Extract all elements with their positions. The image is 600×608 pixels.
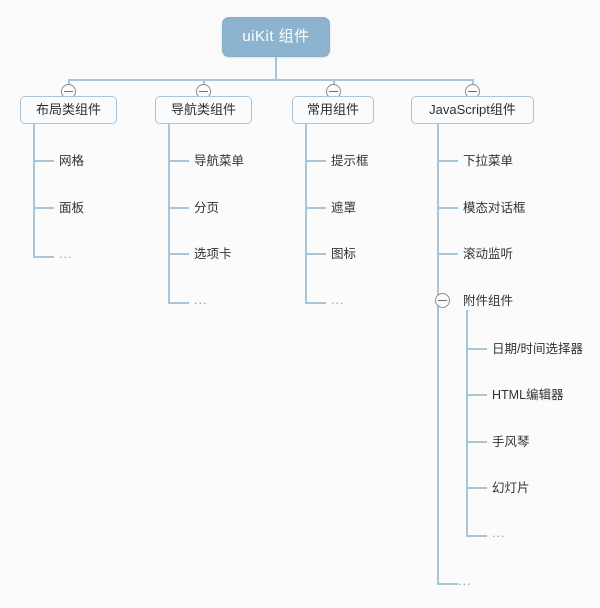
leaf-node-dropdown[interactable]: 下拉菜单 [463,154,514,168]
leaf-node-slideshow[interactable]: 幻灯片 [492,481,530,495]
connector-leaf-4-1 [437,160,458,162]
connector-leaf-4-5 [437,583,458,585]
connector-leaf-1-1 [33,160,54,162]
connector-root-stem [275,57,277,80]
leaf-node-accordion[interactable]: 手风琴 [492,435,530,449]
connector-drop-4 [472,79,474,85]
connector-subspine-attachments [466,310,468,535]
leaf-node-more-3[interactable]: ... [331,293,345,307]
connector-drop-3 [333,79,335,85]
leaf-node-nav-menu[interactable]: 导航菜单 [194,154,245,168]
leaf-node-mask[interactable]: 遮罩 [331,201,357,215]
leaf-node-modal[interactable]: 模态对话框 [463,201,526,215]
branch-node-navigation[interactable]: 导航类组件 [155,96,252,124]
root-node-uikit[interactable]: uiKit 组件 [222,17,330,57]
leaf-node-icon[interactable]: 图标 [331,247,357,261]
leaf-node-more-1[interactable]: ... [59,247,73,261]
connector-leaf-2-3 [168,253,189,255]
connector-spine-2 [168,124,170,302]
branch-node-javascript[interactable]: JavaScript组件 [411,96,534,124]
connector-spine-1 [33,124,35,256]
connector-leaf-3-4 [305,302,326,304]
connector-leaf-3-2 [305,207,326,209]
connector-spine-4 [437,124,439,583]
leaf-node-attachments[interactable]: 附件组件 [463,294,514,308]
leaf-node-panel[interactable]: 面板 [59,201,85,215]
connector-leaf-1-2 [33,207,54,209]
connector-subleaf-4 [466,487,487,489]
leaf-node-more-attachments[interactable]: ... [492,526,506,540]
connector-leaf-2-1 [168,160,189,162]
connector-subleaf-1 [466,348,487,350]
connector-leaf-4-2 [437,207,458,209]
connector-subleaf-2 [466,394,487,396]
connector-leaf-3-1 [305,160,326,162]
leaf-node-tabs[interactable]: 选项卡 [194,247,232,261]
connector-leaf-2-2 [168,207,189,209]
leaf-node-datetime-picker[interactable]: 日期/时间选择器 [492,342,583,356]
connector-leaf-1-3 [33,256,54,258]
leaf-node-pagination[interactable]: 分页 [194,201,220,215]
leaf-node-more-2[interactable]: ... [194,293,208,307]
collapse-minus-icon-attachments[interactable] [435,293,450,308]
leaf-node-scrollspy[interactable]: 滚动监听 [463,247,514,261]
connector-leaf-2-4 [168,302,189,304]
connector-leaf-4-3 [437,253,458,255]
connector-drop-1 [68,79,70,85]
connector-leaf-3-3 [305,253,326,255]
leaf-node-grid[interactable]: 网格 [59,154,85,168]
leaf-node-more-4[interactable]: ... [458,574,472,588]
branch-node-common[interactable]: 常用组件 [292,96,374,124]
connector-subleaf-3 [466,441,487,443]
connector-trunk [68,79,473,81]
connector-drop-2 [203,79,205,85]
leaf-node-html-editor[interactable]: HTML编辑器 [492,388,564,402]
leaf-node-tooltip[interactable]: 提示框 [331,154,369,168]
connector-subleaf-5 [466,535,487,537]
branch-node-layout[interactable]: 布局类组件 [20,96,117,124]
connector-spine-3 [305,124,307,302]
